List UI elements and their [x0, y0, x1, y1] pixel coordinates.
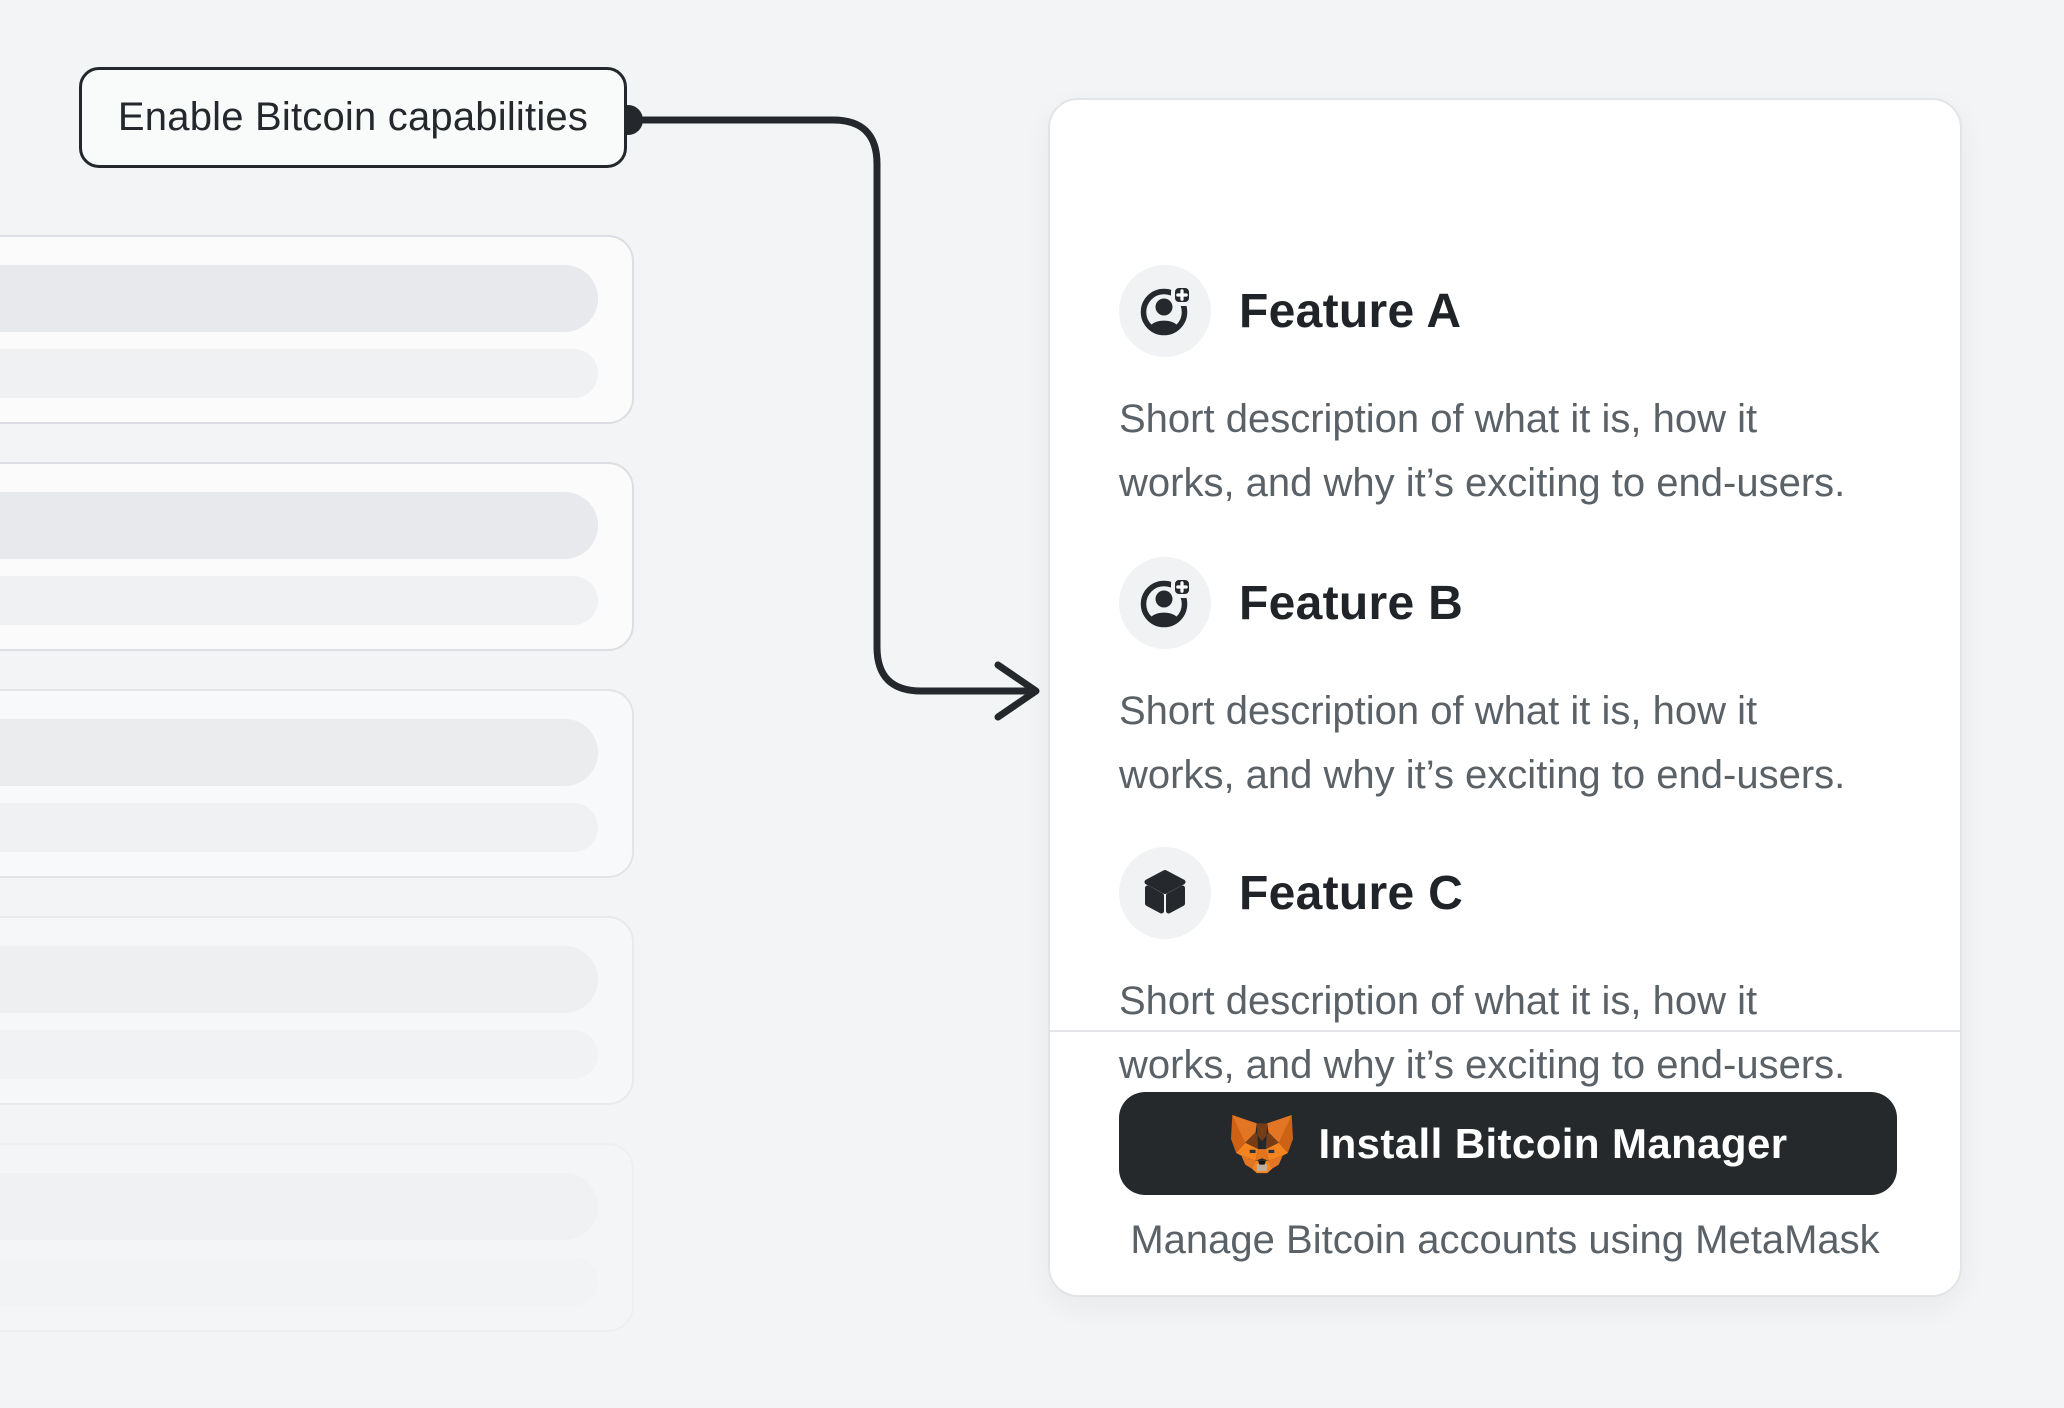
skeleton-card [0, 235, 634, 424]
skeleton-bar [0, 1173, 598, 1240]
skeleton-bar [0, 719, 598, 786]
skeleton-card [0, 916, 634, 1105]
arrowhead-icon [994, 661, 1040, 721]
feature-a-icon-circle [1119, 265, 1211, 357]
account-plus-icon [1140, 284, 1192, 336]
skeleton-bar [0, 492, 598, 559]
feature-title: Feature B [1239, 576, 1464, 630]
callout-text: Enable Bitcoin capabilities [117, 95, 589, 139]
feature-description-line: Short description of what it is, how it [1119, 397, 1758, 441]
callout-label: Enable Bitcoin capabilities [79, 67, 627, 168]
feature-c-icon-circle [1119, 847, 1211, 939]
skeleton-bar [0, 576, 598, 625]
skeleton-bar [0, 946, 598, 1013]
cube-icon [1144, 870, 1186, 914]
feature-description: Short description of what it is, how it … [1119, 679, 1919, 807]
feature-description-line: works, and why it’s exciting to end-user… [1119, 461, 1846, 505]
feature-description-line: works, and why it’s exciting to end-user… [1119, 1043, 1846, 1087]
install-bitcoin-manager-button[interactable]: Install Bitcoin Manager [1119, 1092, 1897, 1195]
skeleton-bar [0, 803, 598, 852]
install-button-label: Install Bitcoin Manager [1318, 1119, 1788, 1167]
feature-description: Short description of what it is, how it … [1119, 969, 1919, 1097]
skeleton-bar [0, 1030, 598, 1079]
feature-description-line: works, and why it’s exciting to end-user… [1119, 753, 1846, 797]
feature-description-line: Short description of what it is, how it [1119, 689, 1758, 733]
skeleton-card [0, 462, 634, 651]
skeleton-bar [0, 265, 598, 332]
feature-row-a: Feature A Short description of what it i… [1119, 265, 1919, 515]
skeleton-card [0, 689, 634, 878]
install-caption: Manage Bitcoin accounts using MetaMask [1130, 1218, 1880, 1262]
feature-panel: Feature A Short description of what it i… [1048, 98, 1962, 1297]
account-plus-icon [1140, 576, 1192, 628]
divider [1050, 1030, 1960, 1032]
skeleton-bar [0, 1257, 598, 1306]
feature-row-b: Feature B Short description of what it i… [1119, 557, 1919, 807]
feature-description-line: Short description of what it is, how it [1119, 979, 1758, 1023]
feature-title: Feature A [1239, 284, 1462, 338]
feature-row-c: Feature C Short description of what it i… [1119, 847, 1919, 1097]
feature-b-icon-circle [1119, 557, 1211, 649]
skeleton-bar [0, 349, 598, 398]
feature-description: Short description of what it is, how it … [1119, 387, 1919, 515]
metamask-fox-icon [1230, 1114, 1293, 1173]
skeleton-card [0, 1143, 634, 1332]
skeleton-column [0, 0, 700, 1408]
feature-title: Feature C [1239, 866, 1464, 920]
